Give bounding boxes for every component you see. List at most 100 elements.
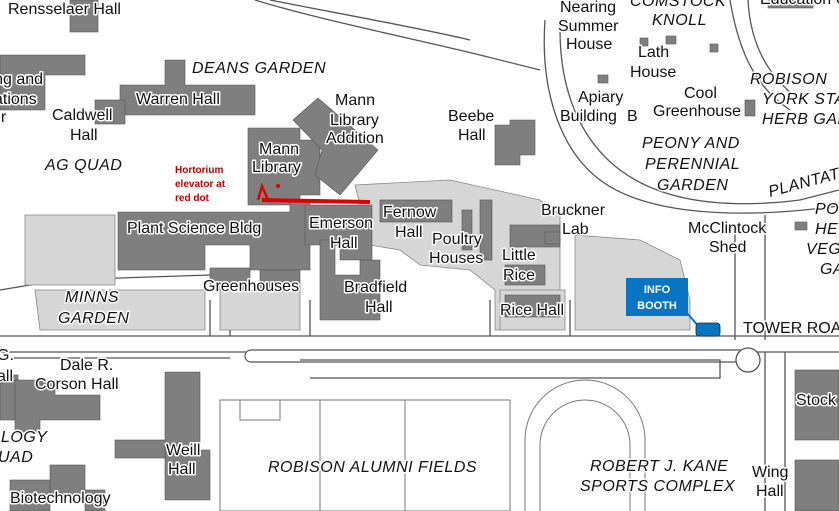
label-relations: Relations xyxy=(0,91,37,108)
emerson-hall-building xyxy=(304,204,373,261)
label-fernow-1: Fernow xyxy=(383,204,437,221)
label-little-rice-2: Rice xyxy=(503,267,535,284)
label-robison-york-2: YORK STA xyxy=(762,91,839,108)
info-booth-line1: INFO xyxy=(644,284,671,296)
poultry-house-2 xyxy=(461,209,473,251)
little-rice-building xyxy=(504,264,546,286)
label-lath-2: House xyxy=(630,64,676,81)
label-minns-1: MINNS xyxy=(65,289,119,306)
education-c-building xyxy=(767,0,814,9)
label-uad: UAD xyxy=(0,449,33,466)
label-caldwell-2: Hall xyxy=(70,127,98,144)
label-rensselaer: Rensselaer Hall xyxy=(8,1,121,18)
biotech-bldg-2 xyxy=(84,489,106,511)
label-bradfield-1: Bradfield xyxy=(344,279,407,296)
label-tower-road: TOWER ROAD xyxy=(743,320,839,337)
label-corson-2: Corson Hall xyxy=(35,376,119,393)
label-rice-hall: Rice Hall xyxy=(500,302,564,319)
building-and-relations-building xyxy=(0,54,86,111)
biotech-bldg-3 xyxy=(9,479,51,511)
label-kane-2: SPORTS COMPLEX xyxy=(580,478,736,495)
weill-hall-building xyxy=(164,371,211,501)
label-g-dot: G. xyxy=(0,347,14,364)
label-cool-1: Cool xyxy=(684,85,717,102)
label-caldwell-1: Caldwell xyxy=(52,107,112,124)
label-mann-addition-2: Library xyxy=(330,112,379,129)
label-minns-2: GARDEN xyxy=(58,310,129,327)
label-ology: OLOGY xyxy=(0,429,48,446)
label-lath-1: Lath xyxy=(638,44,669,61)
label-nearing-3: House xyxy=(566,36,612,53)
label-emerson-2: Hall xyxy=(330,235,358,252)
label-wing-2: Hall xyxy=(756,483,784,500)
caldwell-annex xyxy=(94,99,126,125)
label-biotech: Biotechnology xyxy=(10,490,111,507)
label-emerson-1: Emerson xyxy=(309,215,373,232)
stocking-hall-building xyxy=(794,369,839,441)
label-little-rice-1: Little xyxy=(502,247,536,264)
label-mcclintock-2: Shed xyxy=(709,239,746,256)
label-b: B xyxy=(627,108,638,125)
label-weill-1: Weill xyxy=(166,442,200,459)
route-line xyxy=(261,198,371,204)
label-fernow-2: Hall xyxy=(395,224,423,241)
label-veg: VEG xyxy=(806,241,839,258)
label-bradfield-2: Hall xyxy=(365,299,393,316)
alumni-fields-outline xyxy=(219,399,511,511)
label-mcclintock-1: McClintock xyxy=(688,220,767,237)
label-hortorium-2: elevator at xyxy=(175,179,226,190)
info-booth-line2: BOOTH xyxy=(637,300,677,312)
label-beebe-2: Hall xyxy=(458,127,486,144)
label-po: PO xyxy=(815,201,839,218)
label-beebe-1: Beebe xyxy=(448,108,494,125)
bruckner-annex xyxy=(544,231,561,245)
label-cool-2: Greenhouse xyxy=(653,103,741,120)
comstock-small-1 xyxy=(639,37,649,47)
fernow-hall-building xyxy=(379,199,453,223)
mcclintock-shed-building xyxy=(794,221,808,231)
label-mann-addition-3: Addition xyxy=(326,130,384,147)
label-he: HE xyxy=(815,221,838,238)
wing-hall-building xyxy=(794,459,839,511)
beebe-hall-building xyxy=(494,119,536,166)
athletic-fields xyxy=(219,379,646,511)
label-mann-addition-1: Mann xyxy=(335,92,375,109)
route-arrow-icon xyxy=(256,182,270,201)
label-building-and: Building and xyxy=(0,71,43,88)
comstock-small-3 xyxy=(709,43,719,53)
label-kane-1: ROBERT J. KANE xyxy=(590,458,728,475)
label-mann-library-1: Mann xyxy=(259,141,299,158)
comstock-small-2 xyxy=(665,35,677,45)
running-track-inner xyxy=(539,399,631,511)
corson-hall-building xyxy=(14,379,101,433)
weill-connector xyxy=(114,439,166,459)
greenhouse-block-2 xyxy=(259,269,301,291)
info-booth-marker-icon xyxy=(695,322,721,337)
warren-hall-building xyxy=(119,59,256,116)
label-warren-hall: Warren Hall xyxy=(136,91,220,108)
label-peony-1: PEONY AND xyxy=(642,135,740,152)
mann-addition-building xyxy=(292,97,379,196)
minns-garden-area xyxy=(34,289,206,331)
label-all: all xyxy=(0,368,13,385)
label-corson-1: Dale R. xyxy=(60,357,113,374)
label-peony-2: PERENNIAL xyxy=(645,156,740,173)
label-deans-garden: DEANS GARDEN xyxy=(192,60,326,77)
poultry-house-1 xyxy=(479,199,493,261)
field-goal-box xyxy=(239,399,281,421)
label-hortorium-3: red dot xyxy=(175,193,210,204)
label-nearing-2: Summer xyxy=(558,18,619,35)
label-bruckner-1: Bruckner xyxy=(541,202,606,219)
label-plant-science: Plant Science Bldg xyxy=(127,220,261,237)
label-comstock-1: COMSTOCK xyxy=(630,0,727,10)
label-poultry-2: Houses xyxy=(429,250,483,267)
label-er: er xyxy=(0,109,7,126)
label-plantation: PLANTATION xyxy=(767,158,839,201)
info-booth-callout xyxy=(626,278,688,316)
label-robison-fields: ROBISON ALUMNI FIELDS xyxy=(268,459,477,476)
label-wing-1: Wing xyxy=(752,464,788,481)
plaza-west xyxy=(24,214,116,286)
